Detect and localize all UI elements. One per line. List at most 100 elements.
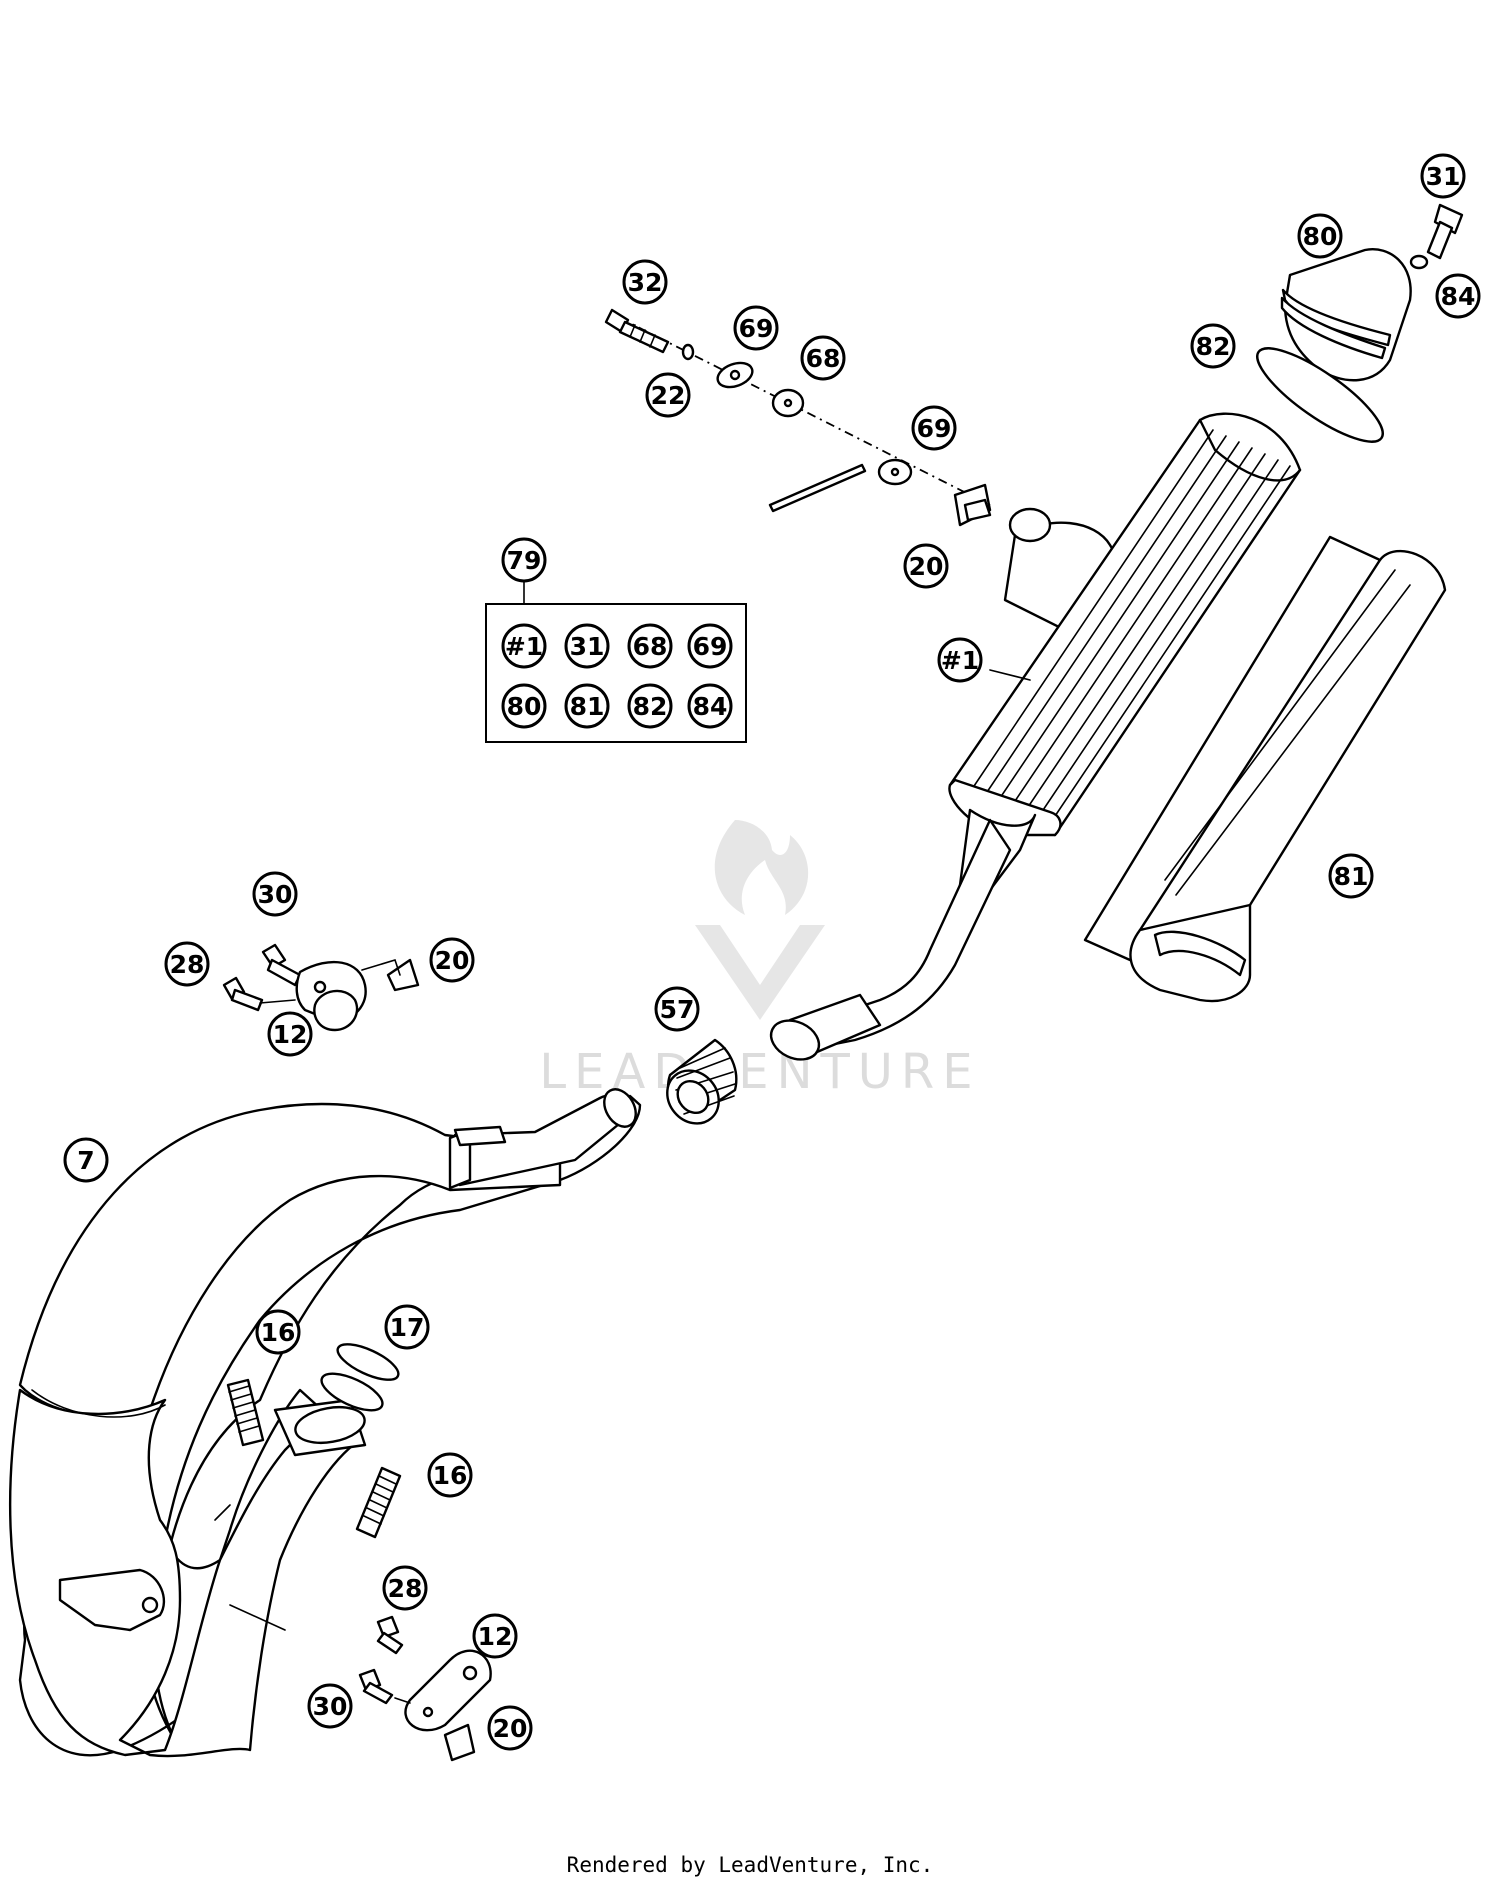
callout-c17: 17 [384, 1304, 430, 1350]
callout-label: #1 [505, 632, 543, 661]
callout-label: 57 [660, 995, 695, 1024]
callout-circle [622, 259, 668, 305]
callout-circle [382, 1565, 428, 1611]
callout-label: 79 [507, 546, 542, 575]
callout-label: #1 [941, 646, 979, 675]
callout-label: 81 [1334, 862, 1369, 891]
callout-label: 31 [570, 632, 605, 661]
callout-circle [903, 543, 949, 589]
callout-label: 84 [1441, 282, 1476, 311]
callout-c20b: 20 [429, 937, 475, 983]
callout-label: 69 [693, 632, 728, 661]
callout-circle [627, 623, 673, 669]
callout-label: 28 [170, 950, 205, 979]
callout-label: 20 [909, 552, 944, 581]
callout-circle [164, 941, 210, 987]
rubber-sleeve [666, 1038, 738, 1125]
callout-circle [645, 372, 691, 418]
callout-c12a: 12 [267, 1011, 313, 1057]
callout-label: 82 [1196, 332, 1231, 361]
callout-c16a: 16 [255, 1309, 301, 1355]
kit-item-callout: 80 [501, 683, 547, 729]
flame-logo-icon [714, 820, 809, 915]
callout-circle [252, 871, 298, 917]
callout-c28b: 28 [382, 1565, 428, 1611]
callout-label: 80 [1303, 222, 1338, 251]
callout-circle [937, 637, 983, 683]
upper-header-mount [222, 943, 420, 1032]
callout-label: 80 [507, 692, 542, 721]
callout-label: 69 [917, 414, 952, 443]
callout-c69a: 69 [733, 305, 779, 351]
callout-circle [267, 1011, 313, 1057]
callout-label: 22 [651, 381, 686, 410]
callout-c28a: 28 [164, 941, 210, 987]
callout-circle [487, 1705, 533, 1751]
callout-circle [472, 1613, 518, 1659]
exhaust-header-pipe [8, 1088, 642, 1758]
callout-c84: 84 [1435, 273, 1481, 319]
callout-circle [564, 623, 610, 669]
kit-item-callout: 68 [627, 623, 673, 669]
kit-item-callout: 69 [687, 623, 733, 669]
callout-circle [501, 683, 547, 729]
callout-label: 17 [390, 1313, 425, 1342]
end-cap [1280, 248, 1412, 382]
callout-label: 84 [693, 692, 728, 721]
callout-label: 30 [258, 880, 293, 909]
kit-item-callout: 31 [564, 623, 610, 669]
callout-c30b: 30 [307, 1683, 353, 1729]
callout-label: 12 [478, 1622, 513, 1651]
end-cap-washer [1409, 254, 1429, 270]
callout-label: 30 [313, 1692, 348, 1721]
callout-c31: 31 [1420, 153, 1466, 199]
callout-circle [733, 305, 779, 351]
callout-circle [911, 405, 957, 451]
header-springs [226, 1378, 402, 1539]
callout-c30a: 30 [252, 871, 298, 917]
callout-c68: 68 [800, 335, 846, 381]
callout-c32: 32 [622, 259, 668, 305]
leader-lines [523, 581, 1031, 681]
callout-label: 7 [77, 1146, 94, 1175]
callout-c16b: 16 [427, 1452, 473, 1498]
kit-item-callout: #1 [501, 623, 547, 669]
callout-c79: 79 [501, 537, 547, 583]
callout-c69b: 69 [911, 405, 957, 451]
silencer-damping-wrap [1083, 535, 1447, 1003]
callout-c20c: 20 [487, 1705, 533, 1751]
callout-circle [627, 683, 673, 729]
watermark-brand: LEADVENTURE [539, 1044, 980, 1100]
callout-c57: 57 [654, 986, 700, 1032]
callout-c1: #1 [937, 637, 983, 683]
callout-c82: 82 [1190, 323, 1236, 369]
callout-circle [429, 937, 475, 983]
leadventure-watermark: LEADVENTURE [539, 820, 980, 1100]
callout-circle [501, 623, 547, 669]
callout-circle [427, 1452, 473, 1498]
callout-circle [1435, 273, 1481, 319]
callout-label: 68 [633, 632, 668, 661]
callout-label: 68 [806, 344, 841, 373]
callout-circle [1420, 153, 1466, 199]
callout-circle [501, 537, 547, 583]
callout-circle [1190, 323, 1236, 369]
callout-c22: 22 [645, 372, 691, 418]
silencer-mount-hardware [604, 308, 992, 527]
callout-c81: 81 [1328, 853, 1374, 899]
callout-circle [307, 1683, 353, 1729]
callout-circle [255, 1309, 301, 1355]
callout-label: 81 [570, 692, 605, 721]
callout-label: 28 [388, 1574, 423, 1603]
kit-item-callout: 84 [687, 683, 733, 729]
callout-c12b: 12 [472, 1613, 518, 1659]
kit-item-callout: 82 [627, 683, 673, 729]
part-callouts: 31 80 84 82 32 69 68 22 69 20 79 #1 81 30 28 20 12 57 7 16 1… [63, 153, 1481, 1751]
silencer [769, 412, 1302, 1061]
callout-circle [63, 1137, 109, 1183]
callout-label: 69 [739, 314, 774, 343]
callout-label: 16 [261, 1318, 296, 1347]
callout-circle [687, 623, 733, 669]
header-gaskets [320, 1343, 400, 1412]
